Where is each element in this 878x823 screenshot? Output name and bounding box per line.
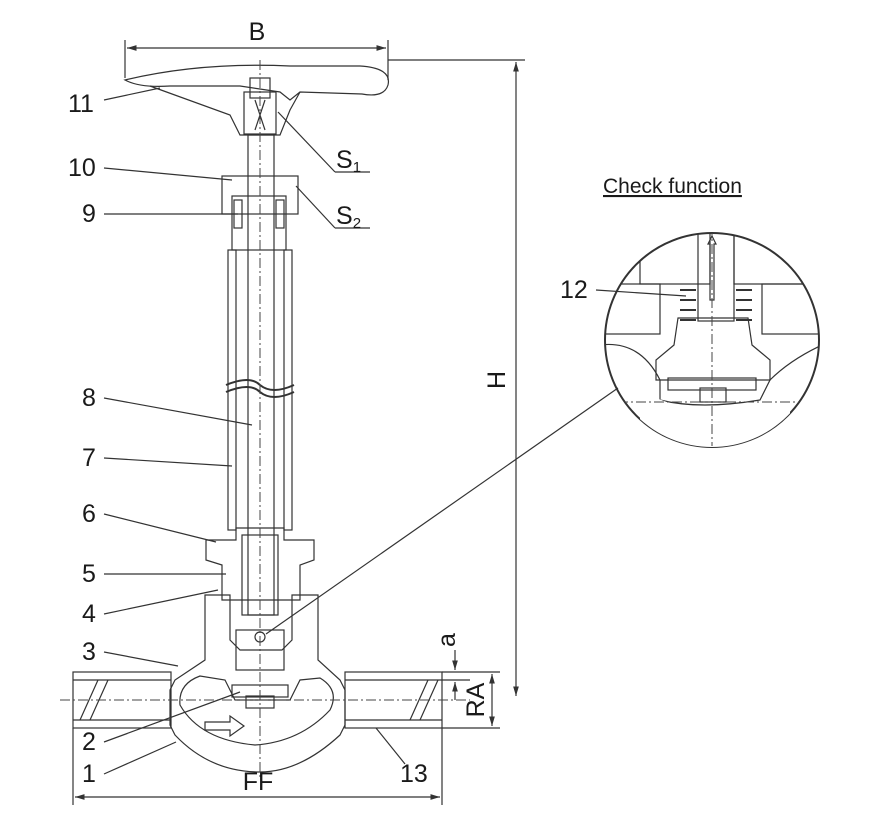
spring <box>680 289 752 321</box>
callouts: 11 10 9 8 7 6 5 4 3 2 1 13 12 <box>68 87 687 788</box>
callout-13: 13 <box>400 760 428 788</box>
S1-label: S1 <box>336 146 361 176</box>
callout-1: 1 <box>82 760 96 788</box>
bonnet-tube <box>205 134 315 616</box>
dim-B: B <box>249 18 266 46</box>
callout-9: 9 <box>82 200 96 228</box>
callout-2: 2 <box>82 728 96 756</box>
dimensions: B H FF RA a <box>72 18 525 805</box>
callout-8: 8 <box>82 384 96 412</box>
dim-FF: FF <box>243 768 274 796</box>
dim-RA: RA <box>462 682 490 717</box>
callout-11: 11 <box>68 90 94 118</box>
callout-7: 7 <box>82 444 96 472</box>
callout-5: 5 <box>82 560 96 588</box>
dim-H: H <box>483 371 511 389</box>
check-function-detail <box>604 232 820 448</box>
callout-3: 3 <box>82 638 96 666</box>
dim-a: a <box>433 633 461 647</box>
S2-label: S2 <box>336 202 361 232</box>
callout-10: 10 <box>68 154 96 182</box>
detail-leader <box>265 387 619 635</box>
handwheel <box>123 64 390 136</box>
callout-4: 4 <box>82 600 96 628</box>
check-function-title: Check function <box>603 175 742 198</box>
wrench-size-labels: S1 S2 <box>277 111 370 232</box>
callout-12: 12 <box>560 276 588 304</box>
valve-body <box>72 594 443 773</box>
callout-6: 6 <box>82 500 96 528</box>
